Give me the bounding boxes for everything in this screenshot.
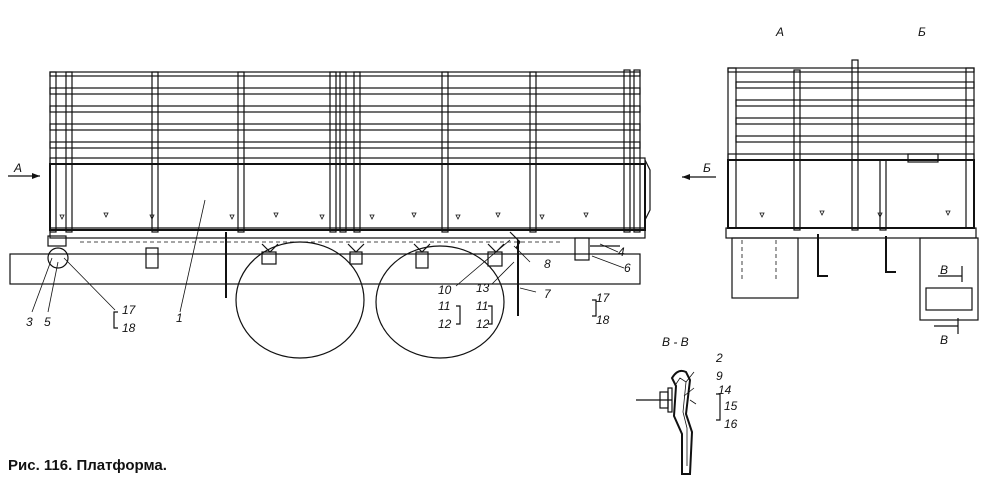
- callout-10: 10: [438, 283, 452, 297]
- side-view: [9, 69, 651, 359]
- callout-12b: 12: [476, 317, 490, 331]
- svg-text:В: В: [940, 263, 948, 277]
- svg-text:Б: Б: [703, 161, 711, 175]
- view-a-label: А: [775, 25, 784, 39]
- callout-12a: 12: [438, 317, 452, 331]
- svg-text:А: А: [13, 161, 22, 175]
- callout-18a: 18: [122, 321, 136, 335]
- callout-5: 5: [44, 315, 51, 329]
- end-view: [725, 59, 979, 321]
- section-mark-upper: В: [938, 263, 963, 282]
- view-b-arrow: Б: [682, 161, 716, 180]
- section-title: В - В: [662, 335, 689, 349]
- callout-9: 9: [716, 369, 723, 383]
- callout-13: 13: [476, 281, 490, 295]
- callout-11a: 11: [438, 299, 450, 313]
- view-b-label: Б: [918, 25, 926, 39]
- section-mark-lower: В: [934, 318, 959, 347]
- callout-18b: 18: [596, 313, 610, 327]
- callout-lines: [31, 199, 697, 405]
- view-a-arrow: А: [8, 161, 40, 179]
- section-detail: [636, 369, 694, 475]
- callout-2: 2: [715, 351, 723, 365]
- callout-3: 3: [26, 315, 33, 329]
- callout-brackets: [113, 299, 721, 421]
- callout-1: 1: [176, 311, 183, 325]
- callout-7: 7: [544, 287, 552, 301]
- figure-caption: Рис. 116. Платформа.: [8, 457, 167, 474]
- callout-6: 6: [624, 261, 631, 275]
- callout-17b: 17: [596, 291, 611, 305]
- svg-text:В: В: [940, 333, 948, 347]
- callout-16: 16: [724, 417, 738, 431]
- callout-8: 8: [544, 257, 551, 271]
- callout-11b: 11: [476, 299, 488, 313]
- callout-4: 4: [618, 245, 625, 259]
- callout-17a: 17: [122, 303, 137, 317]
- callout-15: 15: [724, 399, 738, 413]
- callout-14: 14: [718, 383, 732, 397]
